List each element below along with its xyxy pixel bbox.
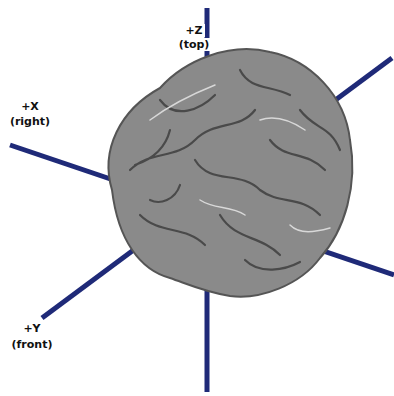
axis-label: +Y [21,322,42,335]
brain [109,49,353,296]
axis-label: (front) [10,338,55,351]
axis-lines [10,8,394,392]
axis-label: +X [19,100,41,113]
axis-label: +Z [183,24,204,37]
axis-label: (top) [177,38,212,51]
axis-label: (right) [8,115,52,128]
